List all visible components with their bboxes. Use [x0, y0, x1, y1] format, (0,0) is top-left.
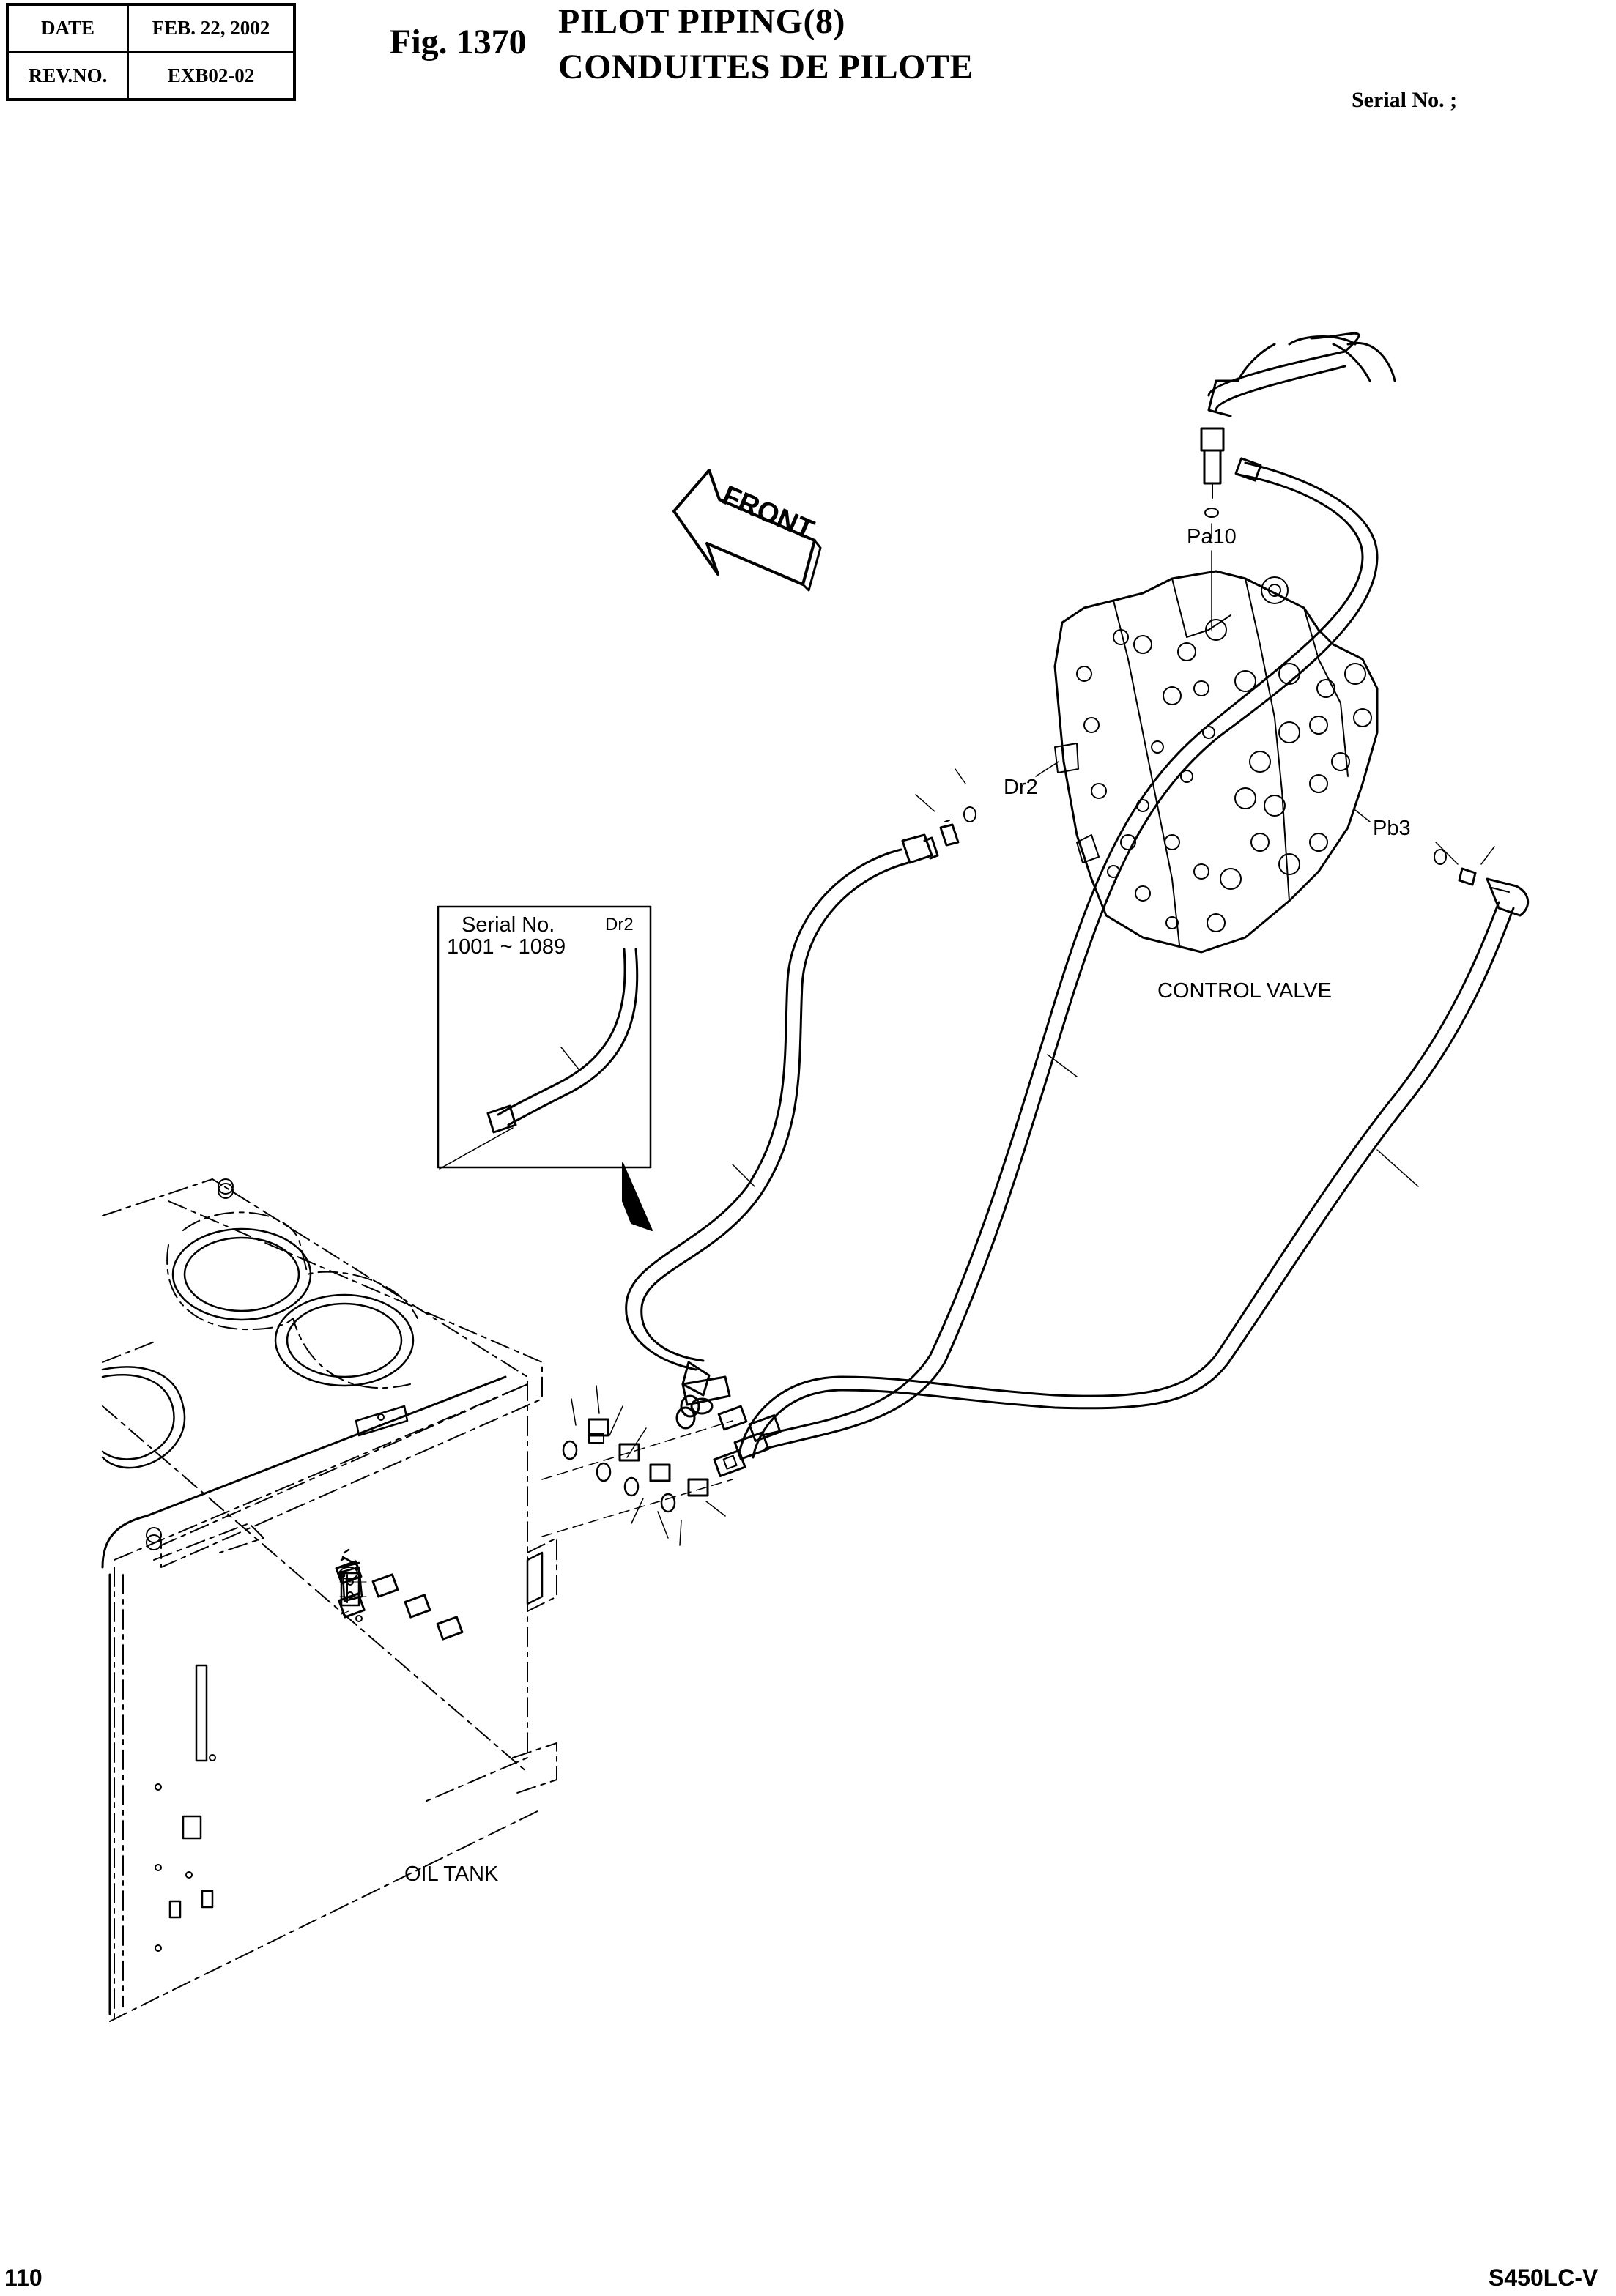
- figure-number: Fig. 1370: [390, 23, 527, 62]
- front-arrow: FRONT: [672, 469, 822, 592]
- hose-dr2: Dr2: [625, 761, 1059, 1397]
- control-valve: [1053, 570, 1379, 954]
- pa10-label: Pa10: [1187, 525, 1237, 549]
- date-label: DATE: [6, 3, 130, 53]
- date-value: FEB. 22, 2002: [127, 3, 296, 53]
- plug-d: [436, 1616, 464, 1641]
- title-english: PILOT PIPING(8): [558, 2, 845, 41]
- rev-label: REV.NO.: [6, 51, 130, 101]
- inset-serial-label: Serial No.: [462, 913, 555, 937]
- pb3-label: Pb3: [1373, 817, 1411, 840]
- page-number: 110: [4, 2265, 42, 2291]
- control-valve-label: CONTROL VALVE: [1157, 979, 1332, 1003]
- inset-serial-range: 1001 ~ 1089: [447, 935, 566, 959]
- model-number: S450LC-V: [1489, 2265, 1598, 2291]
- rev-value: EXB02-02: [127, 51, 296, 101]
- serial-number: Serial No. ;: [1352, 88, 1458, 112]
- tank-sockets: [340, 1557, 346, 1561]
- oil-tank-label: OIL TANK: [404, 1862, 499, 1886]
- inset-box: Serial No. 1001 ~ 1089 Dr2: [437, 905, 653, 1231]
- hose-top: Pa10: [1187, 332, 1396, 631]
- plug-b: [371, 1573, 399, 1598]
- front-label: FRONT: [718, 480, 818, 546]
- hose-pb3: Pb3: [738, 809, 1530, 1459]
- plug-a: [335, 1560, 363, 1585]
- oil-tank: OIL TANK: [101, 1178, 557, 2022]
- revision-table: DATE FEB. 22, 2002 REV.NO. EXB02-02: [6, 3, 296, 101]
- plug-c: [404, 1594, 431, 1619]
- hose-pa10: [760, 457, 1379, 1450]
- tank-fittings: [541, 1375, 782, 1546]
- dr2-label: Dr2: [1004, 776, 1038, 799]
- tank-plugs: [338, 1592, 366, 1619]
- inset-port-label: Dr2: [605, 915, 634, 935]
- title-french: CONDUITES DE PILOTE: [558, 48, 974, 86]
